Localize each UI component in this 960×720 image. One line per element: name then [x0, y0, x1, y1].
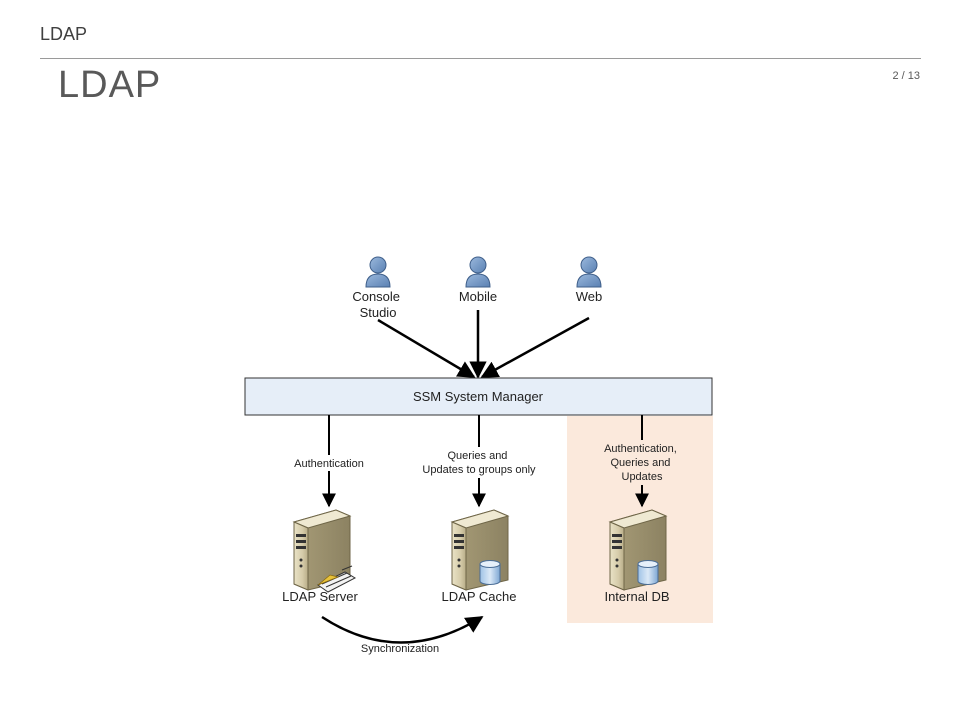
web-user-icon [576, 256, 602, 288]
internal-db-icon [608, 509, 668, 591]
ldap-server-label: LDAP Server [282, 589, 358, 604]
ssm-system-manager-box [244, 377, 713, 416]
client-label-console-studio: Console Studio [352, 289, 403, 320]
ssm-system-manager-label: SSM System Manager [413, 389, 544, 404]
edge-console-to-manager [377, 318, 476, 379]
internal-db-label: Internal DB [604, 589, 669, 604]
edge-label-queries-updates: Queries and Updates to groups only [422, 450, 536, 476]
edge-synchronization [321, 615, 484, 644]
page-number: 2 / 13 [892, 70, 920, 82]
header-divider [40, 58, 921, 59]
ldap-server-icon [292, 509, 357, 593]
client-label-mobile: Mobile [459, 289, 497, 304]
edge-label-authentication: Authentication [294, 458, 364, 470]
mobile-user-icon [465, 256, 491, 288]
edge-label-synchronization: Synchronization [361, 643, 439, 655]
console-studio-user-icon [365, 256, 391, 288]
edge-web-to-manager [480, 316, 590, 379]
client-label-web: Web [576, 289, 603, 304]
header-title: LDAP [40, 24, 88, 44]
ldap-cache-label: LDAP Cache [442, 589, 517, 604]
edge-label-internal-db: Authentication, Queries and Updates [604, 443, 680, 483]
slide-title: LDAP [58, 64, 162, 106]
ldap-cache-icon [450, 509, 510, 591]
